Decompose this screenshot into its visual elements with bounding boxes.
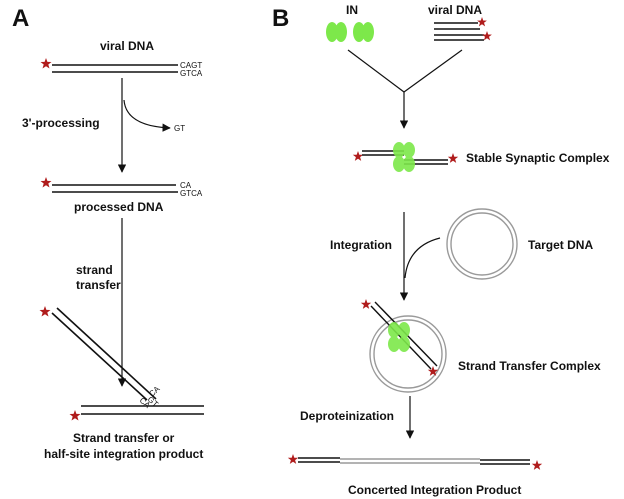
star-icon xyxy=(39,306,51,317)
star-icon xyxy=(447,153,459,163)
strand-transfer-complex-label: Strand Transfer Complex xyxy=(458,359,601,373)
integration-step-label: Integration xyxy=(330,238,392,252)
star-icon xyxy=(40,58,52,69)
processed-dna-label: processed DNA xyxy=(74,200,164,214)
processing-step-label: 3'-processing xyxy=(22,116,100,130)
star-icon xyxy=(352,151,364,161)
diagonal-viral-strand-1 xyxy=(51,312,148,401)
panel-a: A viral DNA CAGT GTCA GT 3'-processing C… xyxy=(12,5,204,461)
integrase-tetramer-stc xyxy=(388,322,410,352)
star-icon xyxy=(482,31,492,41)
star-icon xyxy=(427,366,439,376)
star-icon xyxy=(40,177,52,188)
target-dna-label: Target DNA xyxy=(528,238,593,252)
product-label: Concerted Integration Product xyxy=(348,483,521,497)
strand-transfer-label-2: transfer xyxy=(76,278,121,292)
viral-dna-label-b: viral DNA xyxy=(428,3,482,17)
release-arrow xyxy=(123,99,171,132)
viral-dna-top-end: CAGT xyxy=(180,61,202,70)
diagonal-viral-strand-2 xyxy=(56,307,157,400)
panel-a-letter: A xyxy=(12,5,29,32)
converge-line-right xyxy=(403,49,463,93)
viral-dna-label-a: viral DNA xyxy=(100,39,154,53)
target-dna-circle-inner xyxy=(450,212,514,276)
panel-b-letter: B xyxy=(272,5,289,32)
star-icon xyxy=(531,460,543,470)
integrase-tetramer xyxy=(393,142,415,172)
deproteinization-step-label: Deproteinization xyxy=(300,409,394,423)
result-label-2: half-site integration product xyxy=(44,447,203,461)
strand-transfer-label-1: strand xyxy=(76,263,113,277)
processed-bottom-end: GTCA xyxy=(180,189,203,198)
integrase-dimer-1 xyxy=(326,22,347,42)
integrase-dimer-2 xyxy=(353,22,374,42)
star-icon xyxy=(287,454,299,464)
released-dinucleotide: GT xyxy=(174,124,185,133)
target-dna-circle-outer xyxy=(446,208,518,280)
viral-dna-bottom-end: GTCA xyxy=(180,69,203,78)
star-icon xyxy=(477,17,487,27)
star-icon xyxy=(69,410,81,421)
processed-top-end: CA xyxy=(180,181,192,190)
panel-b: B IN viral DNA xyxy=(272,3,610,497)
target-entry-curve xyxy=(404,237,441,279)
in-label: IN xyxy=(346,3,358,17)
star-icon xyxy=(360,299,372,309)
result-label-1: Strand transfer or xyxy=(73,431,175,445)
stc-target-outer xyxy=(369,315,447,393)
stc-target-inner xyxy=(373,319,443,389)
synaptic-complex-label: Stable Synaptic Complex xyxy=(466,151,610,165)
converge-line-left xyxy=(347,49,405,93)
